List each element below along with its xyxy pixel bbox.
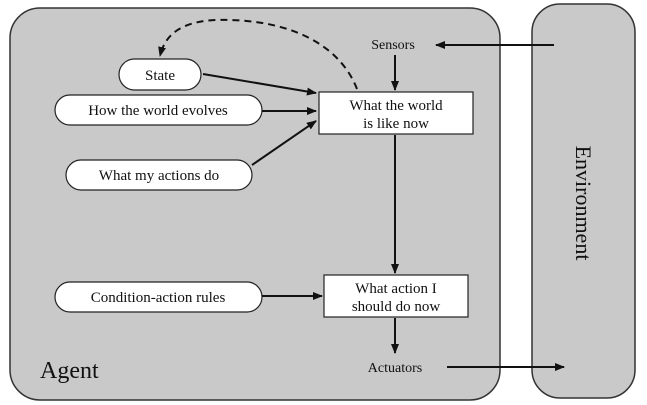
agent-panel	[9, 7, 501, 401]
svg-text:What my actions do: What my actions do	[99, 168, 219, 184]
svg-text:is like now: is like now	[363, 116, 429, 132]
environment-label: Environment	[571, 146, 596, 261]
svg-text:should do now: should do now	[352, 299, 441, 315]
environment-panel	[531, 3, 636, 399]
agent-label: Agent	[40, 358, 99, 384]
svg-text:State: State	[145, 68, 175, 84]
action-now-box: What action I should do now	[323, 274, 469, 318]
actuators-label: Actuators	[368, 361, 422, 376]
state-node: State	[118, 58, 202, 91]
state-to-world-arrow	[202, 73, 317, 96]
svg-text:Condition-action rules: Condition-action rules	[91, 290, 226, 306]
svg-text:How the world evolves: How the world evolves	[88, 103, 228, 119]
world-evolves-node: How the world evolves	[54, 94, 263, 126]
sensors-label: Sensors	[371, 38, 415, 53]
svg-text:What the world: What the world	[349, 98, 443, 114]
world-now-box: What the world is like now	[318, 91, 474, 135]
world-to-state-dashed-arrow	[158, 18, 358, 90]
actions-to-world-arrow	[251, 120, 317, 166]
actions-do-node: What my actions do	[65, 159, 253, 191]
condition-action-rules-node: Condition-action rules	[54, 281, 263, 313]
svg-text:What action I: What action I	[355, 281, 437, 297]
